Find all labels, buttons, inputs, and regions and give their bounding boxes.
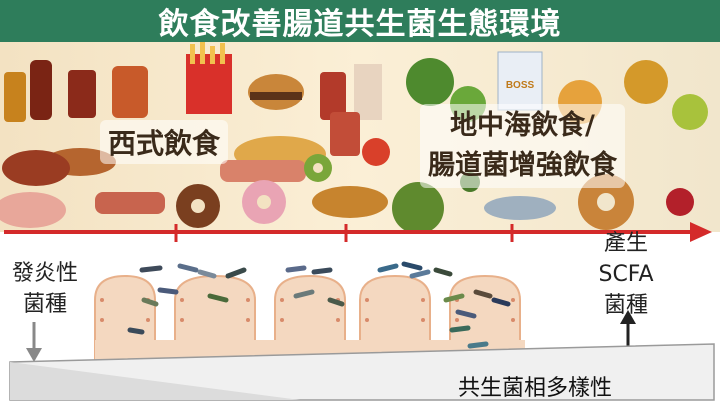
asparagus-icon	[392, 182, 444, 232]
western-diet-label: 西式飲食	[100, 120, 229, 164]
inflammatory-down-arrow-head	[26, 348, 42, 362]
inflammatory-label-line2: 菌種	[22, 292, 67, 317]
mediterranean-diet-label-line1: 地中海飲食/	[450, 110, 595, 141]
microbiota-diversity-label: 共生菌相多樣性	[458, 376, 613, 401]
berries-icon	[666, 188, 694, 216]
fish-icon	[484, 196, 556, 220]
intestinal-lining	[95, 340, 525, 362]
diversity-wedge-left	[10, 362, 300, 400]
tomato-icon	[362, 138, 390, 166]
fries-cup-icon	[354, 64, 382, 120]
bacon-icon	[95, 192, 165, 214]
cell-dots	[100, 298, 515, 322]
bacteria-cluster	[127, 261, 511, 349]
greens-icon	[406, 58, 454, 106]
soda-can-icon	[320, 72, 346, 120]
fruit-icon	[672, 94, 708, 130]
scfa-bacteria-label: 產生 SCFA 菌種	[586, 228, 666, 321]
scfa-label-line1: 產生	[603, 231, 648, 256]
baguette-icon	[312, 186, 388, 218]
bacon-icon-2	[220, 160, 306, 182]
milkshake-icon	[112, 66, 148, 118]
food-illustration-panel: BOSS 西式飲食 地中海飲食/ 腸道菌增強飲食	[0, 42, 720, 232]
milk-carton-icon	[497, 51, 543, 111]
inflammatory-label-line1: 發炎性	[11, 261, 78, 286]
cola-bottle-icon	[30, 60, 52, 120]
intestinal-villi	[94, 274, 521, 361]
ham-icon	[0, 192, 66, 228]
mediterranean-diet-label: 地中海飲食/ 腸道菌增強飲食	[420, 104, 625, 188]
scfa-label-line2: SCFA	[598, 262, 654, 287]
package-text: BOSS	[506, 80, 535, 91]
inflammatory-bacteria-label: 發炎性 菌種	[4, 258, 86, 320]
juice-glass-icon	[4, 72, 26, 122]
title-bar: 飲食改善腸道共生菌生態環境	[0, 0, 720, 42]
mediterranean-diet-label-line2: 腸道菌增強飲食	[428, 150, 617, 181]
pineapple-icon	[624, 60, 668, 104]
soda-glass-icon	[68, 70, 96, 118]
scfa-label-line3: 菌種	[603, 293, 648, 318]
canned-food-icon	[330, 112, 360, 156]
page-title: 飲食改善腸道共生菌生態環境	[158, 7, 562, 42]
beans-bowl-icon	[2, 150, 70, 186]
